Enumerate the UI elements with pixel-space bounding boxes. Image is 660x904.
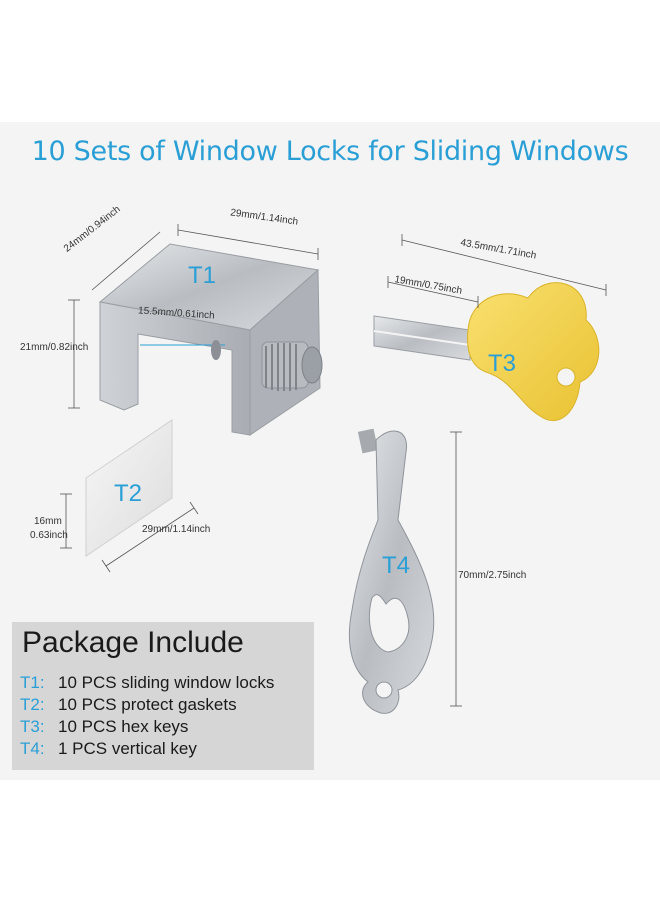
- dim-t2-height-mm: 16mm: [34, 516, 62, 527]
- item-text: 10 PCS hex keys: [58, 717, 189, 736]
- dim-t1-height: 21mm/0.82inch: [20, 342, 89, 353]
- package-list: T1: 10 PCS sliding window locks T2: 10 PCS…: [20, 672, 274, 760]
- t4-dimension-lines: [450, 431, 462, 707]
- t3-dimension-lines: [387, 234, 607, 308]
- page-title: 10 Sets of Window Locks for Sliding Wind…: [31, 136, 629, 167]
- item-code: T3:: [20, 717, 45, 736]
- dim-t2-height-in: 0.63inch: [30, 530, 68, 541]
- item-code: T1:: [20, 673, 45, 692]
- t1-window-lock: [98, 243, 323, 436]
- list-item: T3: 10 PCS hex keys: [20, 716, 274, 738]
- t3-hex-key: [373, 282, 600, 422]
- list-item: T2: 10 PCS protect gaskets: [20, 694, 274, 716]
- t1-dimension-lines: [68, 224, 319, 409]
- label-t3: T3: [488, 350, 517, 377]
- item-text: 1 PCS vertical key: [58, 739, 197, 758]
- item-text: 10 PCS sliding window locks: [58, 673, 275, 692]
- label-t2: T2: [114, 480, 143, 507]
- item-code: T4:: [20, 739, 45, 758]
- dim-t2-width: 29mm/1.14inch: [142, 524, 211, 535]
- package-include-box: Package Include T1: 10 PCS sliding window…: [12, 622, 314, 770]
- t4-vertical-key: [348, 428, 435, 714]
- label-t1: T1: [188, 262, 217, 289]
- t2-gasket: [60, 419, 199, 573]
- item-text: 10 PCS protect gaskets: [58, 695, 237, 714]
- label-t4: T4: [382, 552, 411, 579]
- dim-t4-length: 70mm/2.75inch: [458, 570, 527, 581]
- list-item: T4: 1 PCS vertical key: [20, 738, 274, 760]
- list-item: T1: 10 PCS sliding window locks: [20, 672, 274, 694]
- item-code: T2:: [20, 695, 45, 714]
- package-title: Package Include: [22, 626, 244, 659]
